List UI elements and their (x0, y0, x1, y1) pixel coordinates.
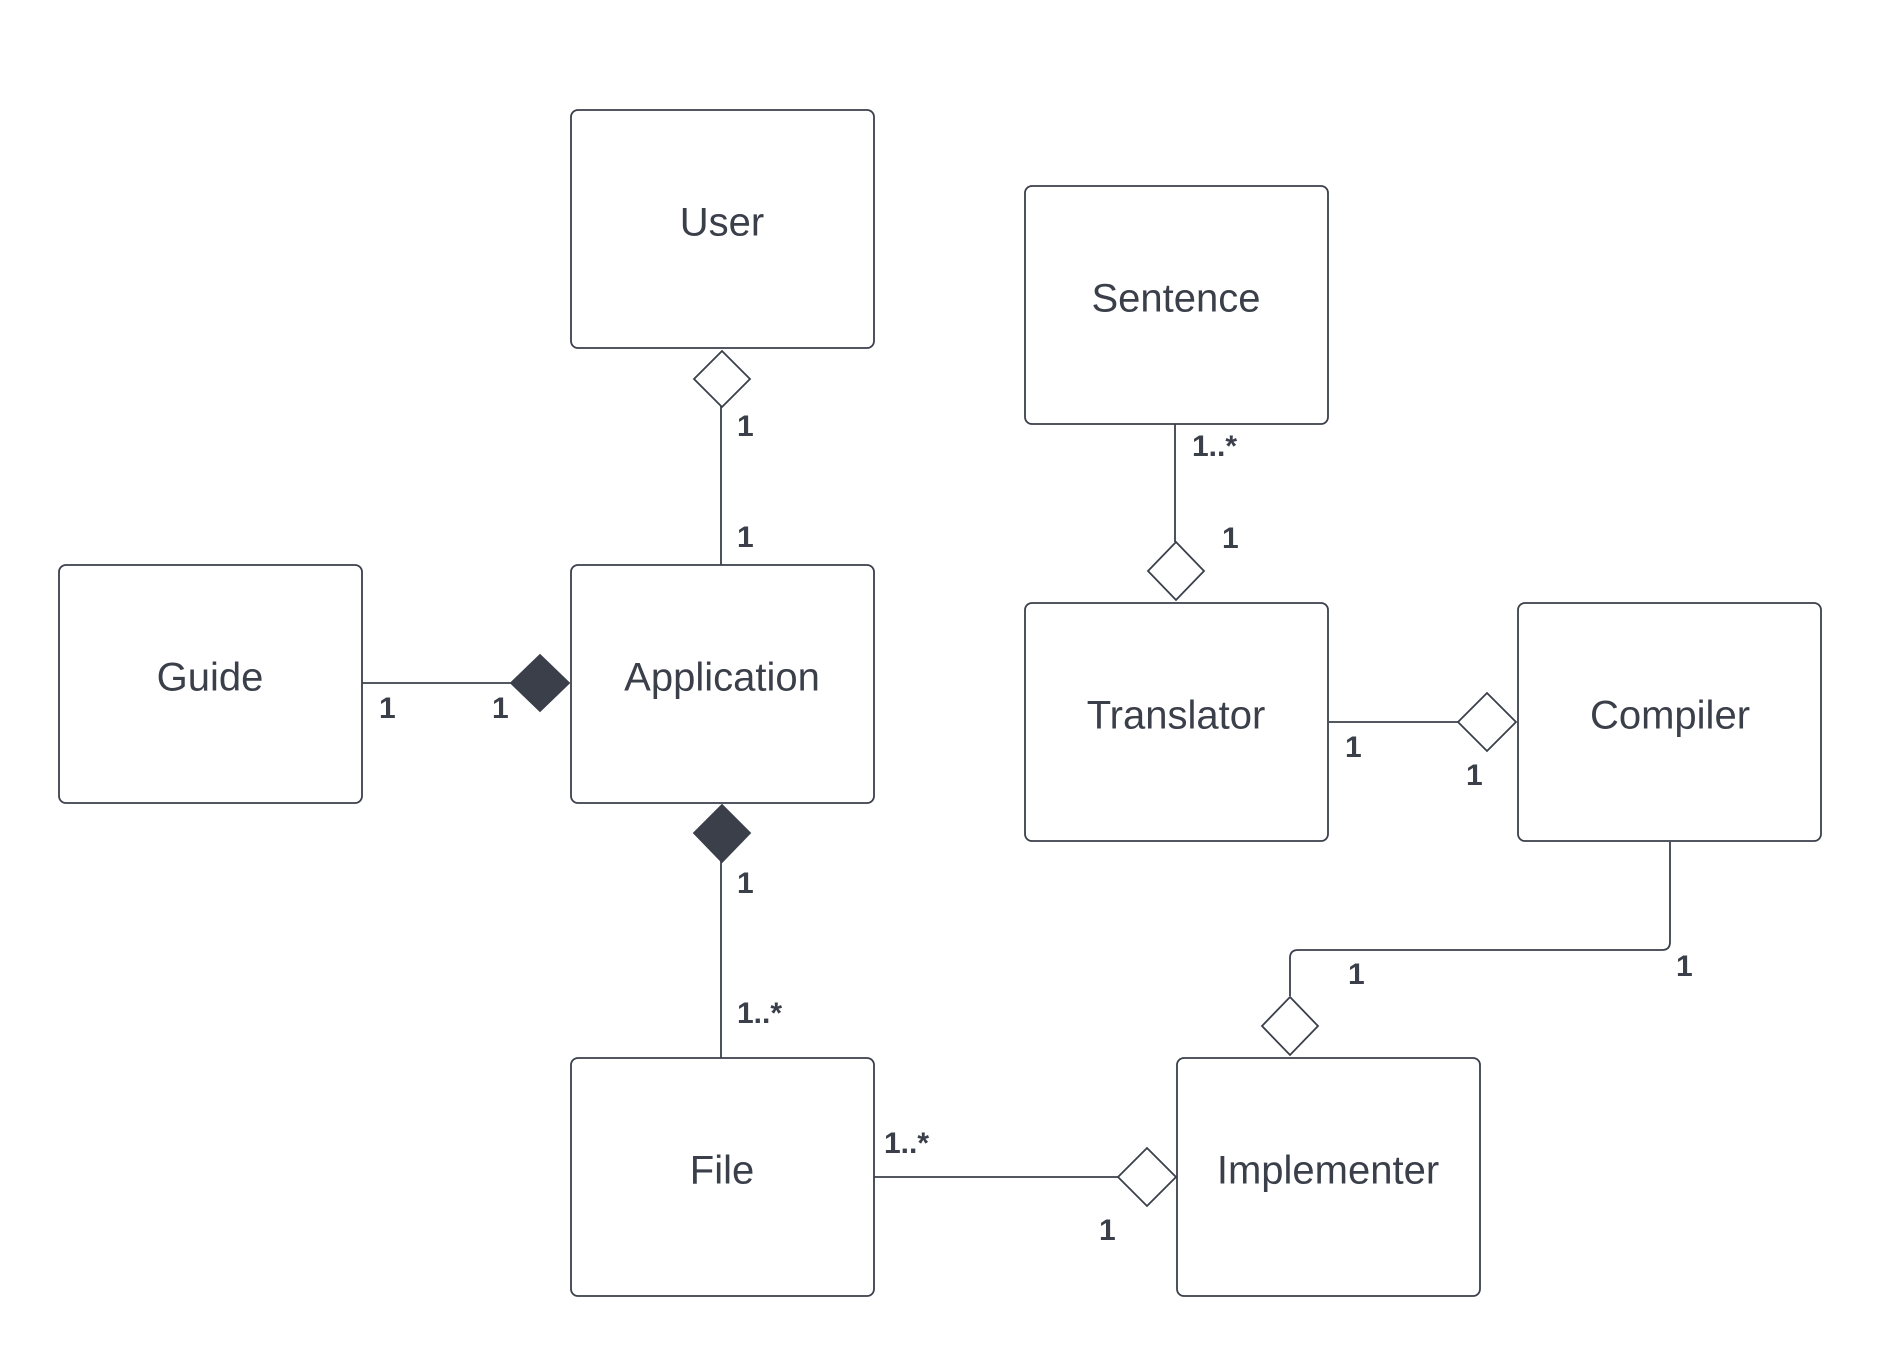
class-file-name: File (690, 1149, 754, 1193)
mult-file-implementer-implementer: 1 (1099, 1214, 1116, 1247)
edge-compiler-implementer (1289, 842, 1671, 996)
composition-diamond-application-left (509, 653, 571, 713)
mult-translator-compiler-compiler: 1 (1466, 759, 1483, 792)
mult-guide-application-application: 1 (492, 692, 509, 725)
composition-diamond-application-bottom (692, 803, 752, 864)
class-application[interactable]: Application (570, 564, 875, 804)
mult-sentence-translator-sentence: 1..* (1192, 430, 1237, 463)
mult-compiler-implementer-implementer: 1 (1348, 958, 1365, 991)
mult-user-application-application: 1 (737, 521, 754, 554)
class-implementer[interactable]: Implementer (1176, 1057, 1481, 1297)
class-sentence[interactable]: Sentence (1024, 185, 1329, 425)
class-compiler[interactable]: Compiler (1517, 602, 1822, 842)
mult-file-implementer-file: 1..* (884, 1127, 929, 1160)
class-translator[interactable]: Translator (1024, 602, 1329, 842)
class-sentence-name: Sentence (1091, 277, 1260, 321)
aggregation-diamond-implementer-left (1116, 1146, 1178, 1208)
mult-application-file-file: 1..* (737, 997, 782, 1030)
class-compiler-name: Compiler (1590, 694, 1750, 738)
class-application-name: Application (624, 656, 820, 700)
aggregation-diamond-compiler (1456, 691, 1518, 753)
mult-guide-application-guide: 1 (379, 692, 396, 725)
aggregation-diamond-implementer (1260, 995, 1320, 1057)
mult-translator-compiler-translator: 1 (1345, 731, 1362, 764)
class-user[interactable]: User (570, 109, 875, 349)
class-implementer-name: Implementer (1217, 1149, 1439, 1193)
class-guide[interactable]: Guide (58, 564, 363, 804)
class-file[interactable]: File (570, 1057, 875, 1297)
class-translator-name: Translator (1087, 694, 1266, 738)
class-guide-name: Guide (157, 656, 264, 700)
mult-sentence-translator-translator: 1 (1222, 522, 1239, 555)
aggregation-diamond-user (692, 349, 752, 409)
mult-compiler-implementer-compiler: 1 (1676, 950, 1693, 983)
aggregation-diamond-translator (1146, 540, 1206, 602)
mult-application-file-application: 1 (737, 867, 754, 900)
class-user-name: User (680, 201, 764, 245)
mult-user-application-user: 1 (737, 410, 754, 443)
